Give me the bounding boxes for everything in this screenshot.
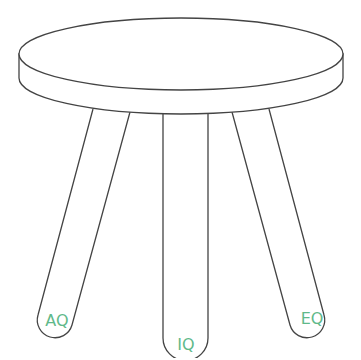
stool-leg: AQ: [28, 104, 142, 348]
stool-leg: EQ: [220, 104, 334, 348]
seat-top: [19, 18, 343, 90]
stool-leg: IQ: [155, 110, 217, 358]
leg-label: AQ: [45, 313, 68, 329]
leg-label: EQ: [301, 311, 324, 327]
leg-outline: [155, 110, 217, 358]
leg-shape: [232, 109, 325, 338]
leg-outline: [28, 104, 142, 348]
leg-shape: [37, 109, 130, 338]
leg-label: IQ: [177, 337, 194, 353]
leg-shape: [163, 114, 208, 358]
